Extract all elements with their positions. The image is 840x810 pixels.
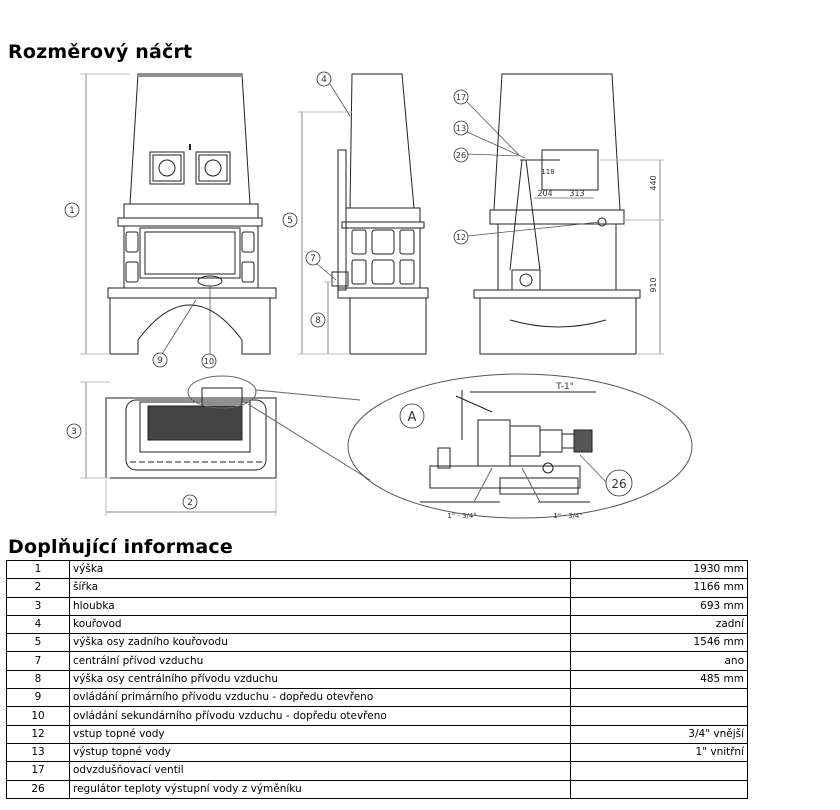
row-label: ovládání sekundárního přívodu vzduchu - …	[69, 706, 571, 726]
row-number: 7	[6, 651, 70, 671]
row-value: 1930 mm	[570, 559, 748, 580]
dim-118: 118	[541, 168, 554, 176]
detail-label: A	[408, 410, 417, 425]
section-title-info: Doplňující informace	[8, 536, 233, 558]
row-value: 1166 mm	[570, 578, 748, 598]
row-number: 8	[6, 669, 70, 690]
detail-pipe-label: T-1"	[555, 382, 574, 392]
dim-204: 204	[537, 189, 552, 198]
row-value: 1546 mm	[570, 633, 748, 653]
row-label: ovládání primárního přívodu vzduchu - do…	[69, 688, 571, 708]
row-label: odvzdušňovací ventil	[69, 761, 571, 781]
rear-view	[473, 73, 664, 355]
callout-2: 2	[187, 498, 193, 508]
callout-5: 5	[287, 216, 293, 226]
detail-right-dim: 1" - 3/4"	[553, 512, 582, 520]
callout-26: 26	[456, 151, 466, 160]
callout-3: 3	[71, 427, 77, 437]
row-value	[570, 706, 748, 726]
row-number: 4	[6, 614, 70, 635]
row-label: výstup topné vody	[69, 742, 571, 763]
callout-10: 10	[204, 357, 214, 366]
dimension-sketch: 1 2 3 4 5 7 8 9 10 12 13 17 26 A 26 T-1"…	[64, 71, 693, 520]
row-label: šířka	[69, 578, 571, 598]
row-value	[570, 779, 748, 799]
row-number: 1	[6, 559, 70, 580]
front-view	[80, 73, 277, 355]
row-number: 26	[6, 779, 70, 799]
row-value: 3/4" vnější	[570, 724, 748, 744]
row-label: kouřovod	[69, 614, 571, 635]
dim-910: 910	[649, 277, 658, 292]
detail-callout-26: 26	[611, 477, 626, 491]
row-label: hloubka	[69, 596, 571, 616]
row-label: regulátor teploty výstupní vody z výmění…	[69, 779, 571, 799]
row-value: 485 mm	[570, 669, 748, 690]
side-view	[298, 73, 429, 355]
dim-440: 440	[649, 175, 658, 190]
row-value: zadní	[570, 614, 748, 635]
detail-a-view	[347, 373, 693, 519]
row-label: výška osy centrálního přívodu vzduchu	[69, 669, 571, 690]
callout-13: 13	[456, 124, 466, 133]
callout-12: 12	[456, 233, 466, 242]
row-value: 1" vnitřní	[570, 742, 748, 763]
row-value	[570, 761, 748, 781]
detail-left-dim: 1" - 3/4"	[447, 512, 476, 520]
callout-1: 1	[69, 206, 75, 216]
row-label: výška	[69, 559, 571, 580]
callout-7: 7	[310, 254, 316, 264]
row-number: 13	[6, 742, 70, 763]
row-number: 5	[6, 633, 70, 653]
callout-9: 9	[157, 356, 163, 366]
row-label: vstup topné vody	[69, 724, 571, 744]
row-number: 9	[6, 688, 70, 708]
callout-4: 4	[321, 75, 327, 85]
row-value: ano	[570, 651, 748, 671]
dim-313: 313	[569, 189, 584, 198]
row-number: 12	[6, 724, 70, 744]
section-title-sketch: Rozměrový náčrt	[8, 41, 193, 63]
callout-8: 8	[315, 316, 321, 326]
row-number: 17	[6, 761, 70, 781]
row-number: 2	[6, 578, 70, 598]
row-number: 3	[6, 596, 70, 616]
row-value	[570, 688, 748, 708]
row-number: 10	[6, 706, 70, 726]
row-value: 693 mm	[570, 596, 748, 616]
row-label: výška osy zadního kouřovodu	[69, 633, 571, 653]
callout-17: 17	[456, 93, 466, 102]
top-view	[80, 375, 371, 516]
row-label: centrální přívod vzduchu	[69, 651, 571, 671]
